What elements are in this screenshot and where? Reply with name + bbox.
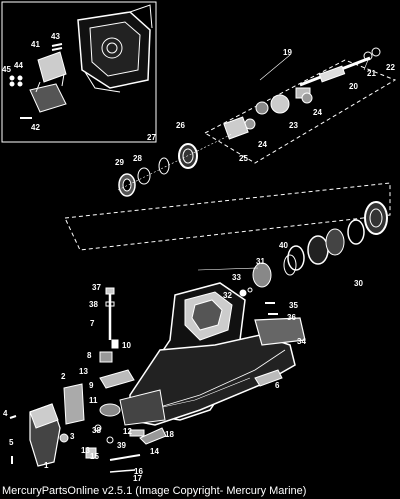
callout-3: 3 <box>70 432 75 441</box>
part-26-gear <box>178 143 198 169</box>
callout-4: 4 <box>3 409 8 418</box>
inset-frame <box>1 1 157 143</box>
callout-21: 21 <box>367 69 376 78</box>
callout-29: 29 <box>115 158 124 167</box>
callout-19: 19 <box>283 48 292 57</box>
callout-9: 9 <box>89 381 94 390</box>
callout-10: 10 <box>122 341 131 350</box>
callout-44: 44 <box>14 61 23 70</box>
inset-housing <box>77 4 153 93</box>
callout-40: 40 <box>279 241 288 250</box>
callout-27: 27 <box>147 133 156 142</box>
diagram-artwork <box>1 1 397 473</box>
callout-39: 39 <box>117 441 126 450</box>
part-23-ujoint <box>255 87 311 115</box>
callout-18: 18 <box>165 430 174 439</box>
callout-2: 2 <box>61 372 66 381</box>
part-34-plate <box>254 317 306 346</box>
callout-23: 23 <box>289 121 298 130</box>
callout-7: 7 <box>90 319 95 328</box>
callout-38a: 38 <box>89 300 98 309</box>
callout-33: 33 <box>232 273 241 282</box>
callout-11: 11 <box>89 396 98 405</box>
part-2-plate <box>63 383 85 425</box>
callout-36: 36 <box>287 313 296 322</box>
callout-15: 15 <box>90 452 99 461</box>
callout-24a: 24 <box>258 140 267 149</box>
callout-43: 43 <box>51 32 60 41</box>
exploded-parts-diagram: 41 43 44 45 42 19 21 22 20 23 24 24 25 2… <box>1 1 397 483</box>
gearcase-housing <box>119 282 296 426</box>
callout-24b: 24 <box>313 108 322 117</box>
callout-37: 37 <box>92 283 101 292</box>
lower-gear-set-box <box>64 182 391 251</box>
callout-45: 45 <box>2 65 11 74</box>
part-31-pinion <box>252 262 272 288</box>
callout-8: 8 <box>87 351 92 360</box>
callout-16: 16 <box>134 467 143 476</box>
callout-42: 42 <box>31 123 40 132</box>
callout-26: 26 <box>176 121 185 130</box>
callout-34: 34 <box>297 337 306 346</box>
part-30-gear-set <box>287 201 388 271</box>
part-20-shaft <box>299 56 371 87</box>
callout-32: 32 <box>223 291 232 300</box>
upper-gear-set-box <box>203 59 397 164</box>
callout-35: 35 <box>289 301 298 310</box>
callout-38b: 38 <box>92 426 101 435</box>
callout-25: 25 <box>239 154 248 163</box>
callout-30: 30 <box>354 279 363 288</box>
callout-31: 31 <box>256 257 265 266</box>
callout-5: 5 <box>9 438 14 447</box>
callout-14: 14 <box>150 447 159 456</box>
callout-13a: 13 <box>79 367 88 376</box>
part-29-bearing <box>118 173 136 197</box>
image-copyright-caption: MercuryPartsOnline v2.5.1 (Image Copyrig… <box>2 485 307 497</box>
callout-22: 22 <box>386 63 395 72</box>
callout-13b: 13 <box>81 446 90 455</box>
callout-28: 28 <box>133 154 142 163</box>
callout-17: 17 <box>133 474 142 483</box>
part-6-anode <box>254 369 283 387</box>
callout-12: 12 <box>123 427 132 436</box>
callout-41: 41 <box>31 40 40 49</box>
callout-6: 6 <box>275 381 280 390</box>
part-41-bracket <box>29 51 67 113</box>
callout-1: 1 <box>44 461 49 470</box>
callout-20: 20 <box>349 82 358 91</box>
